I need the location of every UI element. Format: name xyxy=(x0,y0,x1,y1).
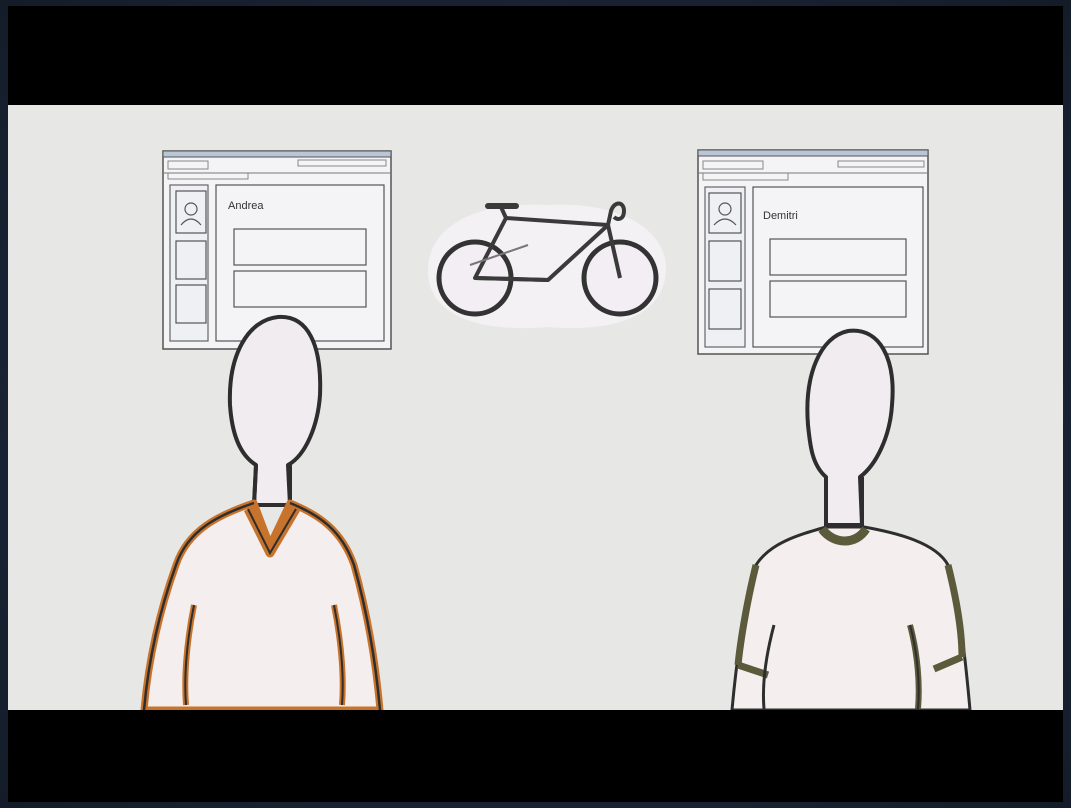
video-player[interactable]: Andrea Demitri xyxy=(8,6,1063,802)
left-profile-name: Andrea xyxy=(228,200,263,212)
person-right xyxy=(732,331,970,710)
right-profile-name: Demitri xyxy=(763,210,798,222)
person-left xyxy=(144,317,380,710)
bicycle-icon xyxy=(428,204,666,329)
scene-illustration xyxy=(8,105,1063,710)
video-scene: Andrea Demitri xyxy=(8,105,1063,710)
right-profile-window xyxy=(698,150,928,354)
